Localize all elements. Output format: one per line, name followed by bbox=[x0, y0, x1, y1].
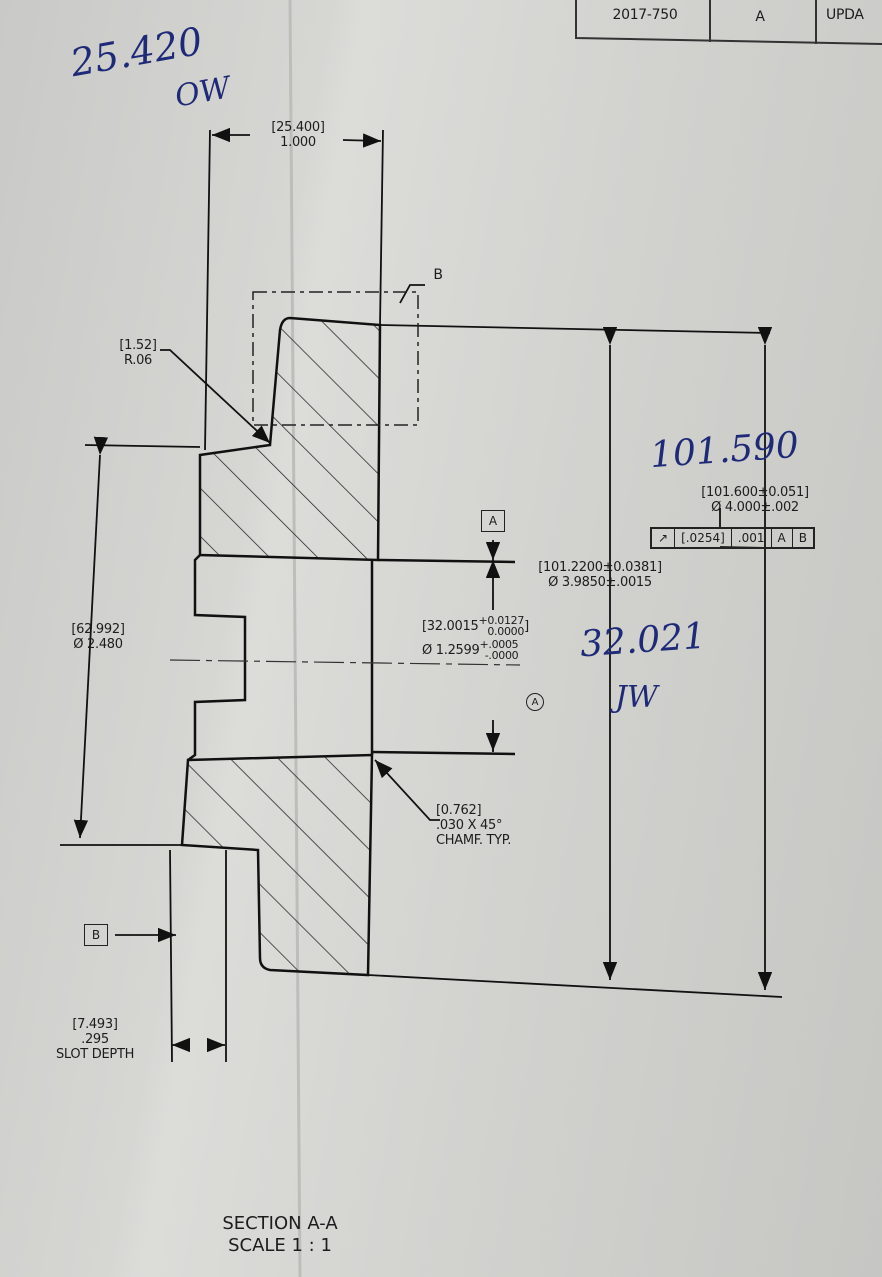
dimension-lines bbox=[60, 127, 783, 1063]
handwritten-bore-reading: 32.021 bbox=[578, 615, 708, 666]
bore-metric-tol-minus: 0.0000 bbox=[487, 625, 525, 638]
width-inch: 1.000 bbox=[280, 135, 316, 150]
chamfer-note: CHAMF. TYP. bbox=[436, 833, 512, 848]
datum-a-box: A bbox=[481, 510, 505, 532]
circular-runout-icon: ↗ bbox=[652, 529, 676, 547]
datum-b-box: B bbox=[84, 924, 108, 946]
radius-inch: R.06 bbox=[123, 353, 153, 368]
bore-inch-tol-minus: -.0000 bbox=[484, 649, 519, 662]
part-bore-and-slots bbox=[187, 554, 516, 762]
section-title: SECTION A-A bbox=[222, 1213, 338, 1234]
chamfer-inch: .030 X 45° bbox=[436, 818, 503, 833]
step-metric: [101.2200±0.0381] bbox=[538, 560, 662, 575]
handwritten-initials-bore: JW bbox=[615, 680, 658, 715]
bore-inch-tol-plus: +.0005 bbox=[479, 638, 519, 651]
fcf-datum-a: A bbox=[772, 529, 793, 547]
chamfer-metric: [0.762] bbox=[436, 803, 482, 818]
slot-inch: .295 bbox=[81, 1032, 109, 1047]
bore-datum-circle: A bbox=[526, 693, 544, 711]
part-lower-flange bbox=[180, 753, 374, 977]
detail-b-boundary bbox=[252, 291, 419, 426]
od-metric: [101.600±0.051] bbox=[701, 485, 809, 500]
bore-inch: Ø 1.2599 bbox=[422, 642, 480, 658]
fcf-datum-b: B bbox=[798, 531, 807, 545]
radius-dimension: [1.52]R.06 bbox=[108, 338, 168, 368]
detail-b-label: B bbox=[433, 267, 443, 283]
title-block-description: UPDA bbox=[826, 7, 864, 23]
section-title-block: SECTION A-A SCALE 1 : 1 bbox=[190, 1213, 370, 1257]
bore-metric: 32.0015 bbox=[426, 618, 479, 634]
title-block-drawing-number: 2017-750 bbox=[612, 7, 678, 23]
width-dimension: [25.400]1.000 bbox=[258, 120, 338, 150]
bore-metric-tol-plus: +0.0127 bbox=[478, 614, 525, 627]
od-dimension: [101.600±0.051]Ø 4.000±.002 bbox=[680, 485, 830, 515]
title-block-lines bbox=[575, 0, 882, 45]
hub-metric: [62.992] bbox=[71, 622, 125, 637]
width-metric: [25.400] bbox=[271, 120, 325, 135]
part-upper-flange bbox=[198, 316, 382, 562]
hub-inch: Ø 2.480 bbox=[73, 637, 123, 652]
slot-note: SLOT DEPTH bbox=[55, 1047, 135, 1062]
section-scale: SCALE 1 : 1 bbox=[228, 1235, 332, 1256]
slot-metric: [7.493] bbox=[72, 1017, 118, 1032]
chamfer-dimension: [0.762].030 X 45°CHAMF. TYP. bbox=[436, 803, 546, 848]
fcf-tolerance-inch: .001 bbox=[732, 529, 772, 547]
radius-metric: [1.52] bbox=[119, 338, 157, 353]
center-line bbox=[169, 659, 521, 666]
od-inch: Ø 4.000±.002 bbox=[711, 500, 799, 515]
step-inch: Ø 3.9850±.0015 bbox=[548, 575, 652, 590]
step-dimension: [101.2200±0.0381]Ø 3.9850±.0015 bbox=[525, 560, 675, 590]
hub-dimension: [62.992]Ø 2.480 bbox=[58, 622, 138, 652]
feature-control-frame: ↗ [.0254] .001 A B bbox=[650, 527, 815, 549]
paper-crease bbox=[288, 0, 302, 1277]
title-block-revision: A bbox=[755, 9, 765, 25]
fcf-tolerance-metric: [.0254] bbox=[675, 529, 732, 547]
